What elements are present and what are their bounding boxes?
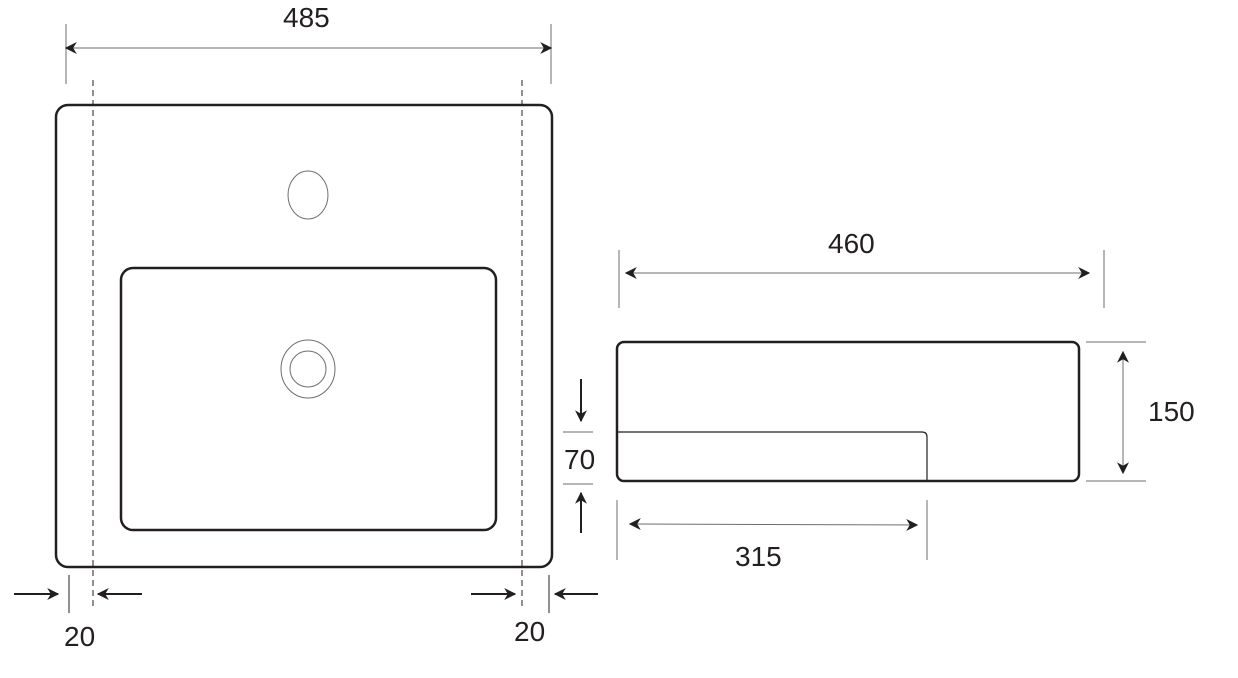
drain-outer-icon [280,339,336,399]
dimension-label-20-left: 20 [64,621,96,652]
side-body-outline [615,340,1081,483]
dimension-arrow-315 [628,518,919,531]
tap-hole-icon [287,170,329,220]
side-bowl-outline [617,431,928,481]
dimension-label-70: 70 [564,444,596,475]
dimension-label-150: 150 [1148,396,1195,427]
dimension-label-460: 460 [828,228,875,259]
top-view [14,24,598,613]
side-view [563,250,1146,560]
dimension-label-315: 315 [735,541,782,572]
bowl-outline [119,266,498,532]
dimension-label-485: 485 [283,2,330,33]
drain-inner-icon [289,350,327,388]
dimension-label-20-right: 20 [514,616,546,647]
basin-outline [54,103,554,569]
